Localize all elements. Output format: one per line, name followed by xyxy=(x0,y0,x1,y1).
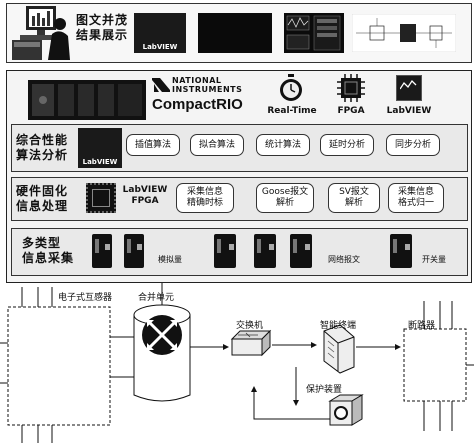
analysis-title-line1: 综合性能 xyxy=(16,133,69,147)
format-normalize-line1: 采集信息 xyxy=(397,187,434,197)
schematic-screenshot xyxy=(352,14,456,52)
compactrio-title: CompactRIO xyxy=(152,96,243,113)
labview-fpga-line2: FPGA xyxy=(131,196,159,206)
labview-analysis-image: LabVIEW xyxy=(78,128,122,168)
format-normalize-line2: 格式归一 xyxy=(397,198,434,208)
precise-timestamp-button[interactable]: 采集信息 精确时标 xyxy=(176,183,234,213)
acquisition-title: 多类型 信息采集 xyxy=(22,236,82,266)
network-label: 网络报文 xyxy=(328,255,360,264)
breaker-label: 断路器 xyxy=(408,321,436,331)
acquisition-title-line1: 多类型 xyxy=(22,236,62,250)
switch-module xyxy=(390,234,412,268)
labview-screenshot: LabVIEW xyxy=(134,13,186,53)
hardware-title: 硬件固化 信息处理 xyxy=(16,184,76,214)
fpga-chip-icon xyxy=(337,74,365,102)
switch-label: 交换机 xyxy=(236,321,264,331)
labview-icon xyxy=(396,75,422,101)
transformer-input-lines xyxy=(21,287,53,307)
substation-diagram xyxy=(0,283,474,443)
statistics-algorithm-button[interactable]: 统计算法 xyxy=(256,134,310,156)
acquisition-title-line2: 信息采集 xyxy=(22,251,75,265)
goose-parse-line1: Goose报文 xyxy=(261,187,309,197)
fpga-label: FPGA xyxy=(337,106,365,116)
hardware-title-line2: 信息处理 xyxy=(16,199,69,213)
sv-parse-line1: SV报文 xyxy=(339,187,369,197)
protection-device-label: 保护装置 xyxy=(306,385,343,395)
transformer-label: 电子式互感器 xyxy=(58,293,113,303)
waveform-screenshot xyxy=(284,13,344,53)
fpga-chip-image xyxy=(86,183,116,213)
results-display-title-line2: 结果展示 xyxy=(76,28,129,42)
crio-chassis-image xyxy=(28,80,146,120)
ni-brand-line1: NATIONAL xyxy=(172,76,222,85)
hardware-title-line1: 硬件固化 xyxy=(16,184,69,198)
network-module-1 xyxy=(214,234,236,268)
network-switch-icon xyxy=(230,329,272,357)
labview-small-label: LabVIEW xyxy=(142,43,178,51)
analysis-title-line2: 算法分析 xyxy=(16,148,69,162)
transformer-box xyxy=(7,306,111,426)
switch-input-label: 开关量 xyxy=(422,255,446,264)
breaker-box xyxy=(403,328,467,402)
fitting-algorithm-button[interactable]: 拟合算法 xyxy=(190,134,244,156)
labview-fpga-line1: LabVIEW xyxy=(122,185,168,195)
merging-unit-label: 合并单元 xyxy=(138,293,175,303)
results-display-title: 图文并茂 结果展示 xyxy=(76,13,132,43)
delay-analysis-button[interactable]: 延时分析 xyxy=(320,134,374,156)
goose-parse-line2: 解析 xyxy=(275,198,294,208)
realtime-label: Real-Time xyxy=(267,106,317,116)
analog-module-1 xyxy=(92,234,112,268)
goose-parse-button[interactable]: Goose报文 解析 xyxy=(256,183,314,213)
analog-module-2 xyxy=(124,234,144,268)
format-normalize-button[interactable]: 采集信息 格式归一 xyxy=(388,183,444,213)
precise-timestamp-line2: 精确时标 xyxy=(186,198,223,208)
labview-analysis-label: LabVIEW xyxy=(82,158,118,166)
dark-screenshot-1 xyxy=(198,13,272,53)
analog-label: 模拟量 xyxy=(158,255,182,264)
operator-computer-icon xyxy=(12,6,70,60)
labview-label: LabVIEW xyxy=(386,106,432,116)
protection-device-icon xyxy=(328,394,364,426)
sv-parse-button[interactable]: SV报文 解析 xyxy=(328,183,380,213)
ni-logo-icon xyxy=(152,78,170,92)
precise-timestamp-line1: 采集信息 xyxy=(186,187,223,197)
results-display-title-line1: 图文并茂 xyxy=(76,13,129,27)
analysis-title: 综合性能 算法分析 xyxy=(16,133,76,163)
stopwatch-icon xyxy=(280,74,302,101)
smart-terminal-icon xyxy=(323,324,355,374)
network-module-3 xyxy=(290,234,312,268)
sv-parse-line2: 解析 xyxy=(344,198,363,208)
interpolation-algorithm-button[interactable]: 插值算法 xyxy=(126,134,180,156)
ni-brand-text: NATIONAL INSTRUMENTS xyxy=(172,76,242,94)
network-module-2 xyxy=(254,234,276,268)
ni-brand-line2: INSTRUMENTS xyxy=(172,85,243,94)
merging-unit-icon xyxy=(133,304,191,402)
sync-analysis-button[interactable]: 同步分析 xyxy=(386,134,440,156)
labview-fpga-label: LabVIEW FPGA xyxy=(120,185,170,207)
smart-terminal-label: 智能终端 xyxy=(320,321,357,331)
